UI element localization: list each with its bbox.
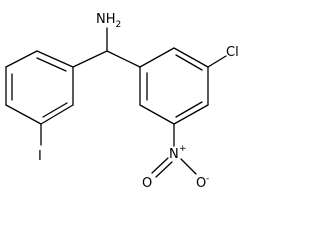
bond [173, 47, 209, 68]
bond [173, 104, 209, 125]
iodine-label: I [38, 149, 42, 164]
nitro-nitrogen-label: N [169, 147, 179, 162]
bond-n-o-left-1 [151, 157, 169, 174]
bond-n-o-left-2 [155, 161, 173, 178]
iodophenyl-ring [5, 50, 74, 125]
nitro-oxygen-right-label: O [196, 176, 206, 191]
bond [40, 104, 74, 125]
amine-label: NH2 [96, 12, 121, 30]
double-bond-inner [36, 57, 67, 72]
molecule-structure-diagram: NH2 Cl I N + O O - [5, 12, 239, 191]
bond-c-cl [207, 55, 227, 68]
bond [5, 104, 42, 125]
chlorine-label: Cl [226, 45, 239, 60]
nitro-oxygen-right-charge: - [206, 174, 209, 184]
bond [139, 47, 175, 68]
nitro-oxygen-left-label: O [142, 176, 152, 191]
chloronitrophenyl-ring [139, 47, 209, 125]
nitro-nitrogen-charge: + [179, 144, 187, 154]
double-bond-inner [175, 101, 203, 118]
bond [5, 50, 38, 68]
bond [139, 104, 175, 125]
bond-ring-ch-left [72, 50, 108, 68]
bond-ring-ch-right [106, 50, 141, 68]
bond-n-o-right [180, 158, 197, 175]
double-bond-inner [42, 102, 68, 118]
bond [36, 50, 74, 68]
double-bond-inner [175, 54, 203, 71]
